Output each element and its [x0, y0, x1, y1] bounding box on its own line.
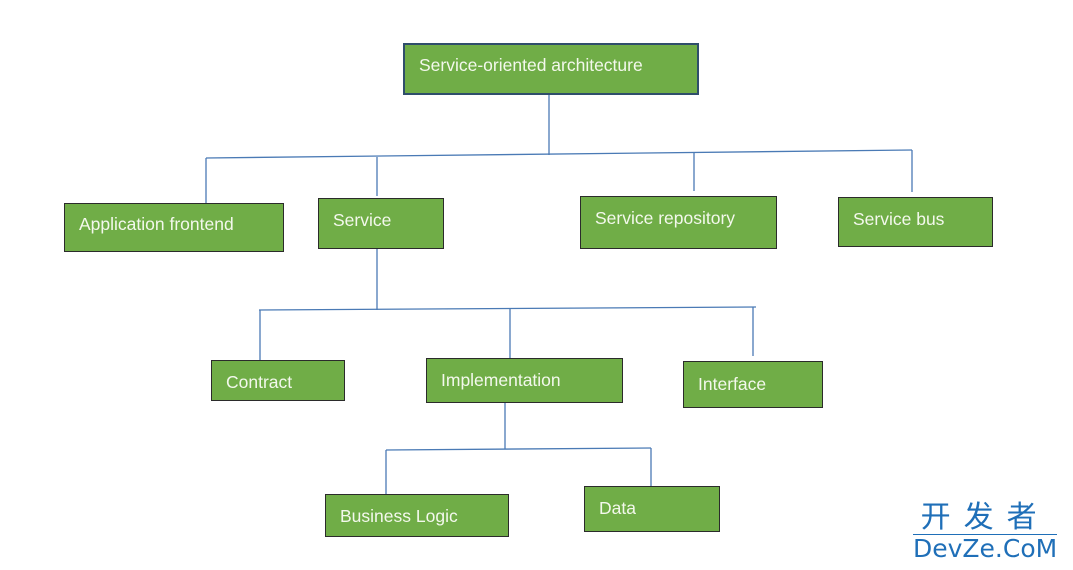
node-business-logic: Business Logic [325, 494, 509, 537]
devze-watermark: 开发者 DevZe.CoM [913, 500, 1058, 563]
node-implementation: Implementation [426, 358, 623, 403]
node-interface: Interface [683, 361, 823, 408]
node-service-oriented-architecture: Service-oriented architecture [403, 43, 699, 95]
node-service-repository: Service repository [580, 196, 777, 249]
node-application-frontend: Application frontend [64, 203, 284, 252]
connector [258, 306, 757, 311]
connector [205, 149, 913, 159]
watermark-chinese: 开发者 [920, 500, 1050, 535]
node-contract: Contract [211, 360, 345, 401]
node-service-bus: Service bus [838, 197, 993, 247]
node-data: Data [584, 486, 720, 532]
node-service: Service [318, 198, 444, 249]
connector [385, 447, 652, 451]
watermark-latin: DevZe.CoM [913, 534, 1058, 563]
